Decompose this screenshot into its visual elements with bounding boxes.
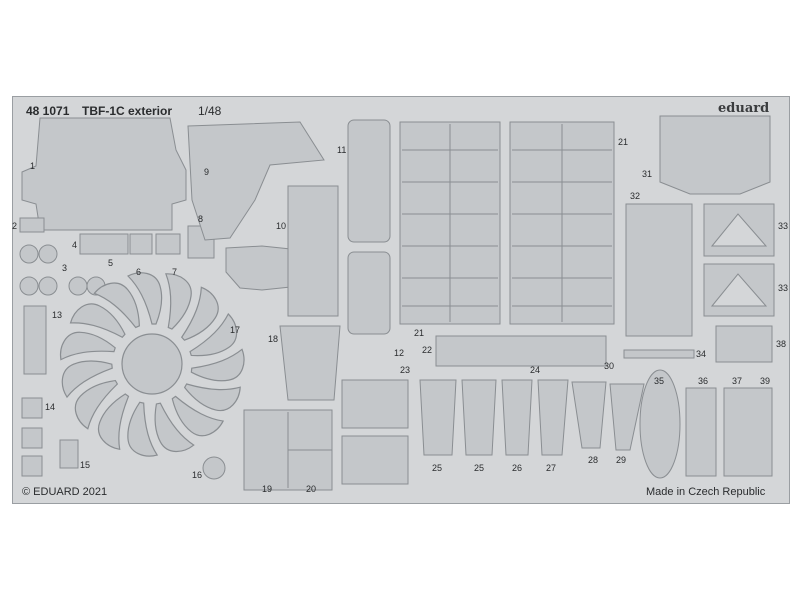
copyright-text: © EDUARD 2021 (22, 486, 108, 498)
part-number: 18 (268, 334, 279, 344)
set-scale: 1/48 (198, 104, 222, 118)
part-number: 28 (588, 455, 599, 465)
part-22-24 (435, 335, 607, 367)
part-number: 21 (618, 137, 629, 147)
part-14a (21, 397, 43, 419)
part-7 (155, 233, 181, 255)
part-11 (347, 119, 391, 243)
part-number: 12 (394, 348, 405, 358)
part-23b (341, 435, 409, 485)
part-number: 20 (306, 484, 317, 494)
part-26 (501, 379, 533, 456)
set-name: TBF-1C exterior (82, 104, 173, 118)
part-number: 13 (52, 310, 63, 320)
part-18 (279, 325, 341, 401)
part-34 (623, 349, 695, 359)
part-3a (19, 244, 39, 264)
set-code: 48 1071 (26, 104, 70, 118)
part-number: 24 (530, 365, 541, 375)
part-32 (625, 203, 693, 337)
part-37-39 (723, 387, 773, 477)
part-number: 33 (778, 221, 789, 231)
part-13 (23, 305, 47, 375)
part-35 (639, 369, 681, 479)
part-12 (347, 251, 391, 335)
part-number: 1 (30, 161, 36, 171)
part-number: 22 (422, 345, 433, 355)
origin-text: Made in Czech Republic (646, 486, 766, 498)
part-number: 10 (276, 221, 287, 231)
part-4 (79, 233, 129, 255)
part-number: 36 (698, 376, 709, 386)
brand-logo: eduard (718, 101, 770, 116)
part-2 (19, 217, 45, 233)
part-number: 3 (62, 263, 68, 273)
part-number: 39 (760, 376, 771, 386)
part-number: 26 (512, 463, 523, 473)
part-number: 34 (696, 349, 707, 359)
part-number: 32 (630, 191, 641, 201)
part-23a (341, 379, 409, 429)
part-38 (715, 325, 773, 363)
part-3b (38, 244, 58, 264)
part-3c (19, 276, 39, 296)
part-number: 15 (80, 460, 91, 470)
part-number: 25 (432, 463, 443, 473)
part-27 (537, 379, 569, 456)
part-14c (21, 455, 43, 477)
part-6 (129, 233, 153, 255)
part-number: 35 (654, 376, 665, 386)
part-17-radial (57, 270, 246, 459)
part-number: 37 (732, 376, 743, 386)
part-number: 16 (192, 470, 203, 480)
part-number: 29 (616, 455, 627, 465)
part-15 (59, 439, 79, 469)
part-10b (287, 185, 339, 317)
part-number: 17 (230, 325, 241, 335)
part-number: 19 (262, 484, 273, 494)
part-number: 21 (414, 328, 425, 338)
part-number: 30 (604, 361, 615, 371)
part-9 (187, 121, 325, 241)
part-number: 11 (337, 145, 347, 155)
part-number: 14 (45, 402, 56, 412)
part-25a (419, 379, 457, 456)
part-number: 33 (778, 283, 789, 293)
part-36 (685, 387, 717, 477)
part-number: 27 (546, 463, 557, 473)
part-number: 2 (12, 221, 18, 231)
part-number: 4 (72, 240, 78, 250)
part-number: 38 (776, 339, 787, 349)
part-29 (609, 383, 645, 451)
part-10 (225, 245, 301, 291)
part-number: 8 (198, 214, 204, 224)
part-1 (21, 117, 187, 231)
part-3e (68, 276, 88, 296)
part-25b (461, 379, 497, 456)
part-3d (38, 276, 58, 296)
part-28 (571, 381, 607, 449)
part-14b (21, 427, 43, 449)
part-number: 7 (172, 267, 178, 277)
part-number: 25 (474, 463, 485, 473)
part-16 (202, 456, 226, 480)
part-number: 9 (204, 167, 210, 177)
part-31 (659, 115, 771, 195)
part-number: 23 (400, 365, 411, 375)
part-number: 31 (642, 169, 653, 179)
part-number: 5 (108, 258, 114, 268)
part-number: 6 (136, 267, 142, 277)
